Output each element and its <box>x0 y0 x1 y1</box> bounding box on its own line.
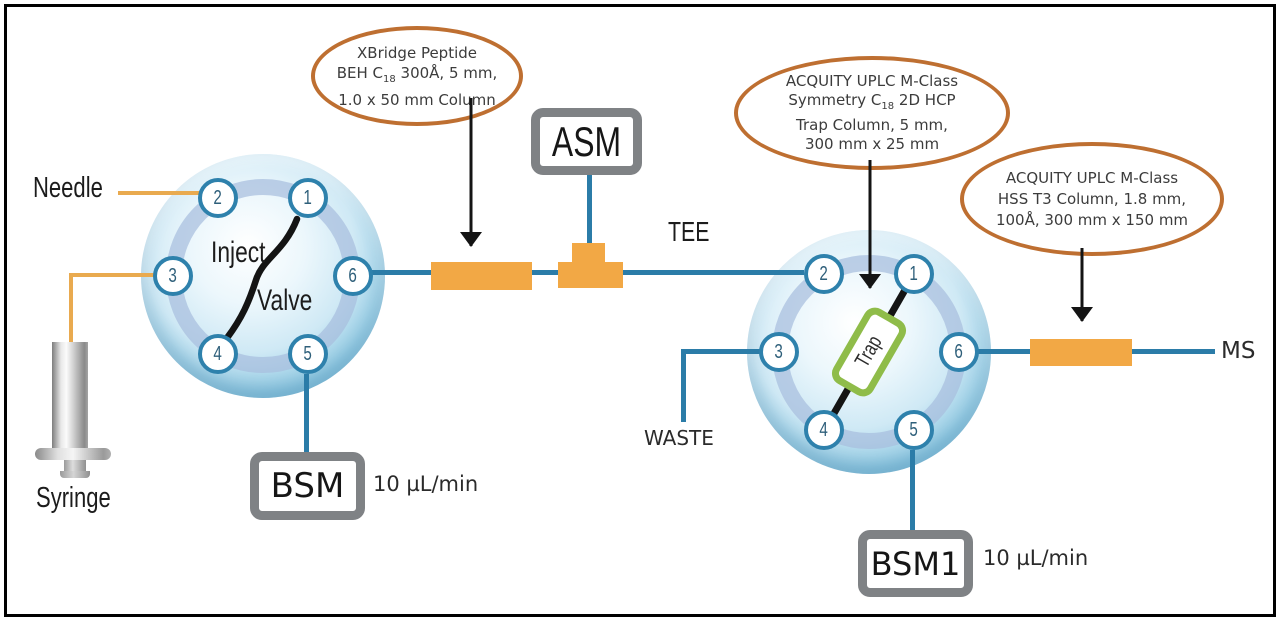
tee-label: TEE <box>668 216 710 247</box>
asm-tubing <box>587 173 592 265</box>
valve-left-port-1: 1 <box>288 178 328 218</box>
callout-line: Symmetry C18 2D HCP <box>788 91 956 112</box>
callout-line: ACQUITY UPLC M-Class <box>785 72 959 90</box>
valve-left-port-6: 6 <box>333 256 373 296</box>
bsm-box: BSM <box>250 452 365 520</box>
bsm-flow-rate: 10 µL/min <box>373 472 479 496</box>
trap-label: Trap <box>850 332 887 372</box>
callout-line: XBridge Peptide <box>357 43 477 62</box>
valve-left-port-4: 4 <box>198 334 238 374</box>
bsm1-tubing <box>910 450 915 532</box>
inject-valve-label-top: Inject <box>211 236 266 269</box>
syringe-flange <box>35 448 111 460</box>
callout-line: Trap Column, 5 mm, <box>796 116 948 134</box>
waste-tubing-vertical <box>681 349 686 422</box>
callout-line: HSS T3 Column, 1.8 mm, <box>997 189 1187 208</box>
analytical-column <box>1030 339 1132 366</box>
valve-left-port-5: 5 <box>288 334 328 374</box>
valve-right-port-4: 4 <box>804 410 844 450</box>
valve-right-port-1: 1 <box>894 254 934 294</box>
syringe-plunger-neck <box>64 460 86 471</box>
valve-right-port-3: 3 <box>759 332 799 372</box>
needle-tubing <box>118 191 200 195</box>
valve-left-port-3: 3 <box>153 256 193 296</box>
waste-label: WASTE <box>644 426 714 450</box>
trap-dilution-column <box>431 262 532 290</box>
syringe-tubing-horizontal <box>69 273 155 277</box>
tee-fitting-body <box>558 262 623 288</box>
waste-tubing-horizontal <box>681 349 761 354</box>
ms-label: MS <box>1221 338 1256 364</box>
inject-valve-rotor-ring <box>166 179 360 373</box>
syringe-plunger-foot <box>60 471 90 478</box>
callout-line: BEH C18 300Å, 5 mm, <box>336 63 498 85</box>
callout-line: ACQUITY UPLC M-Class <box>1005 168 1179 187</box>
bsm1-flow-rate: 10 µL/min <box>983 546 1089 570</box>
valve-left-port-2: 2 <box>198 178 238 218</box>
callout-line: 300 mm x 25 mm <box>804 135 940 153</box>
syringe-label: Syringe <box>36 482 111 514</box>
callout-trap-column: ACQUITY UPLC M-Class Symmetry C18 2D HCP… <box>734 56 1010 170</box>
syringe-barrel <box>52 342 88 448</box>
bsm1-box: BSM1 <box>858 530 973 597</box>
inject-valve-label-bottom: Valve <box>257 284 313 317</box>
bsm-tubing <box>304 374 309 454</box>
callout-xbridge-column: XBridge Peptide BEH C18 300Å, 5 mm, 1.0 … <box>311 26 523 126</box>
callout-line: 1.0 x 50 mm Column <box>338 90 496 109</box>
callout-line: 100Å, 300 mm x 150 mm <box>995 210 1189 229</box>
valve-right-port-2: 2 <box>804 254 844 294</box>
tee-fitting-top <box>572 243 605 262</box>
callout-hss-t3-column: ACQUITY UPLC M-Class HSS T3 Column, 1.8 … <box>960 142 1224 256</box>
valve-right-port-6: 6 <box>939 332 979 372</box>
needle-label: Needle <box>33 172 103 204</box>
valve-right-port-5: 5 <box>894 410 934 450</box>
asm-box: ASM <box>531 108 642 175</box>
syringe-tubing-vertical <box>69 273 73 344</box>
